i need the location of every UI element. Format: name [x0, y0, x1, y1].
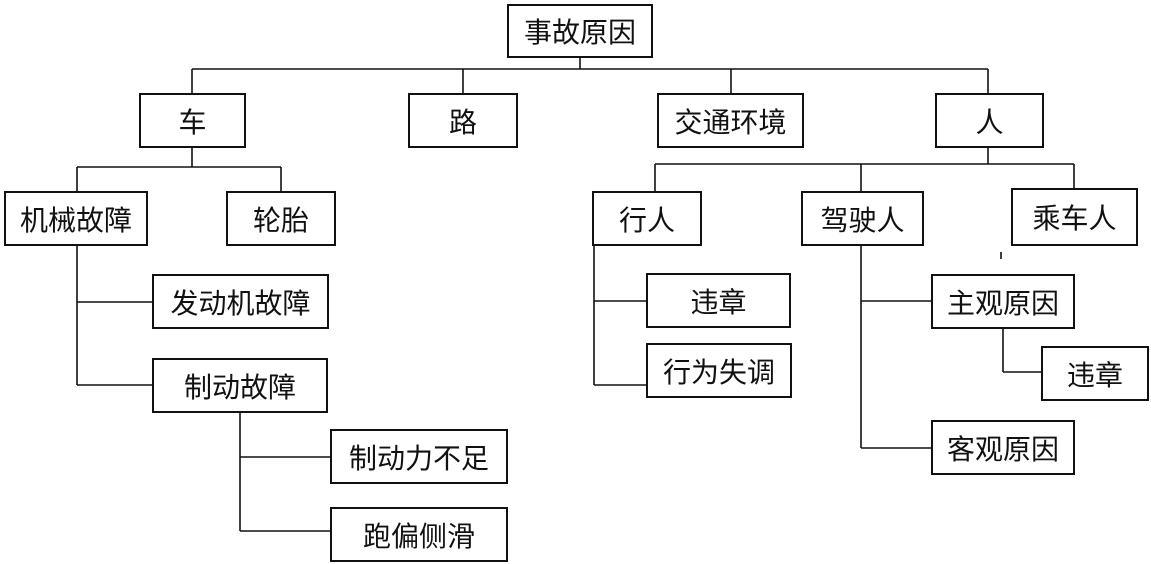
behavior-disorder-node: 行为失调	[646, 343, 792, 398]
brake-fault-node: 制动故障	[152, 358, 328, 413]
pedestrian-violation-node: 违章	[646, 273, 791, 328]
human-node: 人	[935, 93, 1044, 148]
objective-cause-node: 客观原因	[931, 420, 1075, 475]
root-node: 事故原因	[507, 4, 653, 58]
road-node: 路	[408, 93, 518, 148]
subjective-cause-node: 主观原因	[931, 274, 1075, 329]
environment-node: 交通环境	[657, 93, 804, 148]
driver-violation-node: 违章	[1041, 346, 1149, 401]
insufficient-brake-force-node: 制动力不足	[330, 429, 508, 484]
pedestrian-node: 行人	[592, 191, 702, 246]
tire-node: 轮胎	[226, 191, 336, 246]
driver-node: 驾驶人	[801, 191, 924, 246]
engine-fault-node: 发动机故障	[152, 274, 329, 329]
vehicle-node: 车	[139, 93, 246, 148]
passenger-node: 乘车人	[1011, 188, 1138, 246]
skid-node: 跑偏侧滑	[330, 507, 508, 562]
mechanical-fault-node: 机械故障	[4, 191, 148, 246]
